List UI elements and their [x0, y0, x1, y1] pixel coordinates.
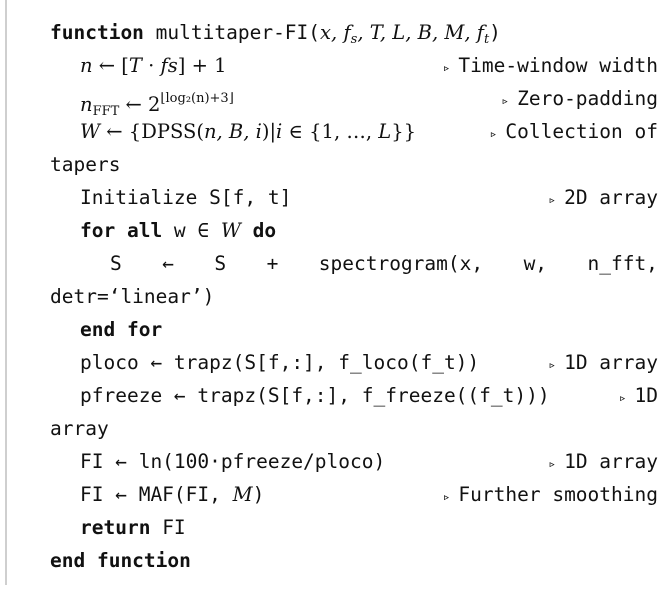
- token: S: [110, 252, 122, 275]
- algo-line-pfreeze: pfreeze ← trapz(S[f,:], f_freeze((f_t)))…: [0, 379, 664, 412]
- var-W: W: [80, 120, 101, 143]
- triangle-right-icon: ▹: [548, 193, 557, 208]
- algo-line-endfunction: end function: [0, 544, 664, 577]
- algo-line-detr: detr=‘linear’): [0, 280, 664, 313]
- algo-line-init: Initialize S[f, t] ▹ 2D array: [0, 181, 664, 214]
- algo-line-fi-ln: FI ← ln(100·pfreeze/ploco) ▹ 1D array: [0, 445, 664, 478]
- var-fs: fs: [160, 54, 178, 77]
- statement: FI ← MAF(FI,: [80, 483, 233, 506]
- exponent: ⌊log₂(n)+3⌋: [160, 91, 234, 106]
- triangle-right-icon: ▹: [501, 94, 510, 109]
- triangle-right-icon: ▹: [442, 61, 451, 76]
- dot-op: ·: [141, 54, 161, 77]
- algo-line-function: function multitaper-FI(x, fs, T, L, B, M…: [0, 16, 664, 49]
- statement: pfreeze ← trapz(S[f,:], f_freeze((f_t))): [80, 384, 550, 407]
- function-name: multitaper-FI(: [155, 21, 321, 44]
- keyword-endfor: end for: [80, 318, 163, 341]
- var-M: M: [232, 483, 253, 506]
- comment-text: Collection of: [505, 120, 658, 143]
- token: spectrogram(x,: [318, 252, 484, 275]
- set-close: }}: [391, 120, 417, 143]
- statement: FI ← ln(100·pfreeze/ploco): [80, 450, 386, 473]
- function-params: x, f: [320, 21, 351, 44]
- var-W: W: [220, 219, 241, 242]
- expr-tail: ] + 1: [177, 54, 227, 77]
- algo-line-W: W ← {DPSS(n, B, i)|i ∈ {1, …, L}} ▹ Colle…: [0, 115, 664, 148]
- token: ←: [162, 252, 174, 275]
- algo-line-tapers: tapers: [0, 148, 664, 181]
- loop-var: w ∈: [162, 219, 221, 242]
- comment-text: Zero-padding: [517, 87, 658, 110]
- assign-arrow: ← [: [92, 54, 129, 77]
- keyword-endfunction: end function: [50, 549, 191, 572]
- triangle-right-icon: ▹: [489, 127, 498, 142]
- subscript-t: t: [483, 32, 490, 47]
- subscript-s: s: [350, 32, 358, 47]
- dpss-args: n, B, i: [203, 120, 262, 143]
- comment-text: 1D array: [564, 351, 658, 374]
- wrapped-text: detr=‘linear’): [50, 285, 215, 308]
- function-params-2: , T, L, B, M, f: [357, 21, 484, 44]
- algo-line-endfor: end for: [0, 313, 664, 346]
- left-border: [5, 0, 7, 585]
- keyword-return: return: [80, 516, 151, 539]
- assign-arrow: ← {DPSS(: [100, 120, 204, 143]
- triangle-right-icon: ▹: [548, 457, 557, 472]
- comment-text: Time-window width: [458, 54, 658, 77]
- algo-line-spectrogram: S ← S + spectrogram(x, w, n_fft,: [0, 247, 664, 280]
- keyword-forall: for all: [80, 219, 163, 242]
- set-range: ∈ {1, …,: [282, 120, 379, 143]
- token: w,: [523, 252, 548, 275]
- token: S: [214, 252, 227, 275]
- algo-line-nfft: nFFT ← 2⌊log₂(n)+3⌋ ▹ Zero-padding: [0, 82, 664, 119]
- return-value: FI: [150, 516, 186, 539]
- var-T: T: [128, 54, 142, 77]
- paren-close: ): [489, 21, 501, 44]
- triangle-right-icon: ▹: [548, 358, 557, 373]
- paren-close: ): [252, 483, 265, 506]
- token: n_fft,: [587, 252, 658, 275]
- comment-text: 2D array: [564, 186, 658, 209]
- token: +: [266, 252, 279, 275]
- set-sep: )|: [261, 120, 277, 143]
- var-n: n: [80, 93, 93, 116]
- comment-text: 1D: [634, 384, 658, 407]
- comment-text: 1D array: [564, 450, 658, 473]
- assign-arrow: ← 2: [119, 93, 161, 116]
- statement: Initialize S[f, t]: [80, 186, 292, 209]
- algo-line-fi-maf: FI ← MAF(FI, M) ▹ Further smoothing: [0, 478, 664, 511]
- keyword-function: function: [50, 21, 144, 44]
- algo-line-forall: for all w ∈ W do: [0, 214, 664, 247]
- var-i: i: [276, 120, 283, 143]
- algo-line-ploco: ploco ← trapz(S[f,:], f_loco(f_t)) ▹ 1D a…: [0, 346, 664, 379]
- statement: ploco ← trapz(S[f,:], f_loco(f_t)): [80, 351, 480, 374]
- comment-text: Further smoothing: [458, 483, 658, 506]
- wrapped-text: tapers: [50, 153, 121, 176]
- algo-line-n: n ← [T · fs] + 1 ▹ Time-window width: [0, 49, 664, 82]
- triangle-right-icon: ▹: [442, 490, 451, 505]
- algo-line-return: return FI: [0, 511, 664, 544]
- var-L: L: [378, 120, 392, 143]
- wrapped-text: array: [50, 417, 109, 440]
- keyword-do: do: [240, 219, 277, 242]
- var-n: n: [80, 54, 93, 77]
- subscript-fft: FFT: [92, 104, 120, 119]
- triangle-right-icon: ▹: [618, 391, 627, 406]
- algo-line-array: array: [0, 412, 664, 445]
